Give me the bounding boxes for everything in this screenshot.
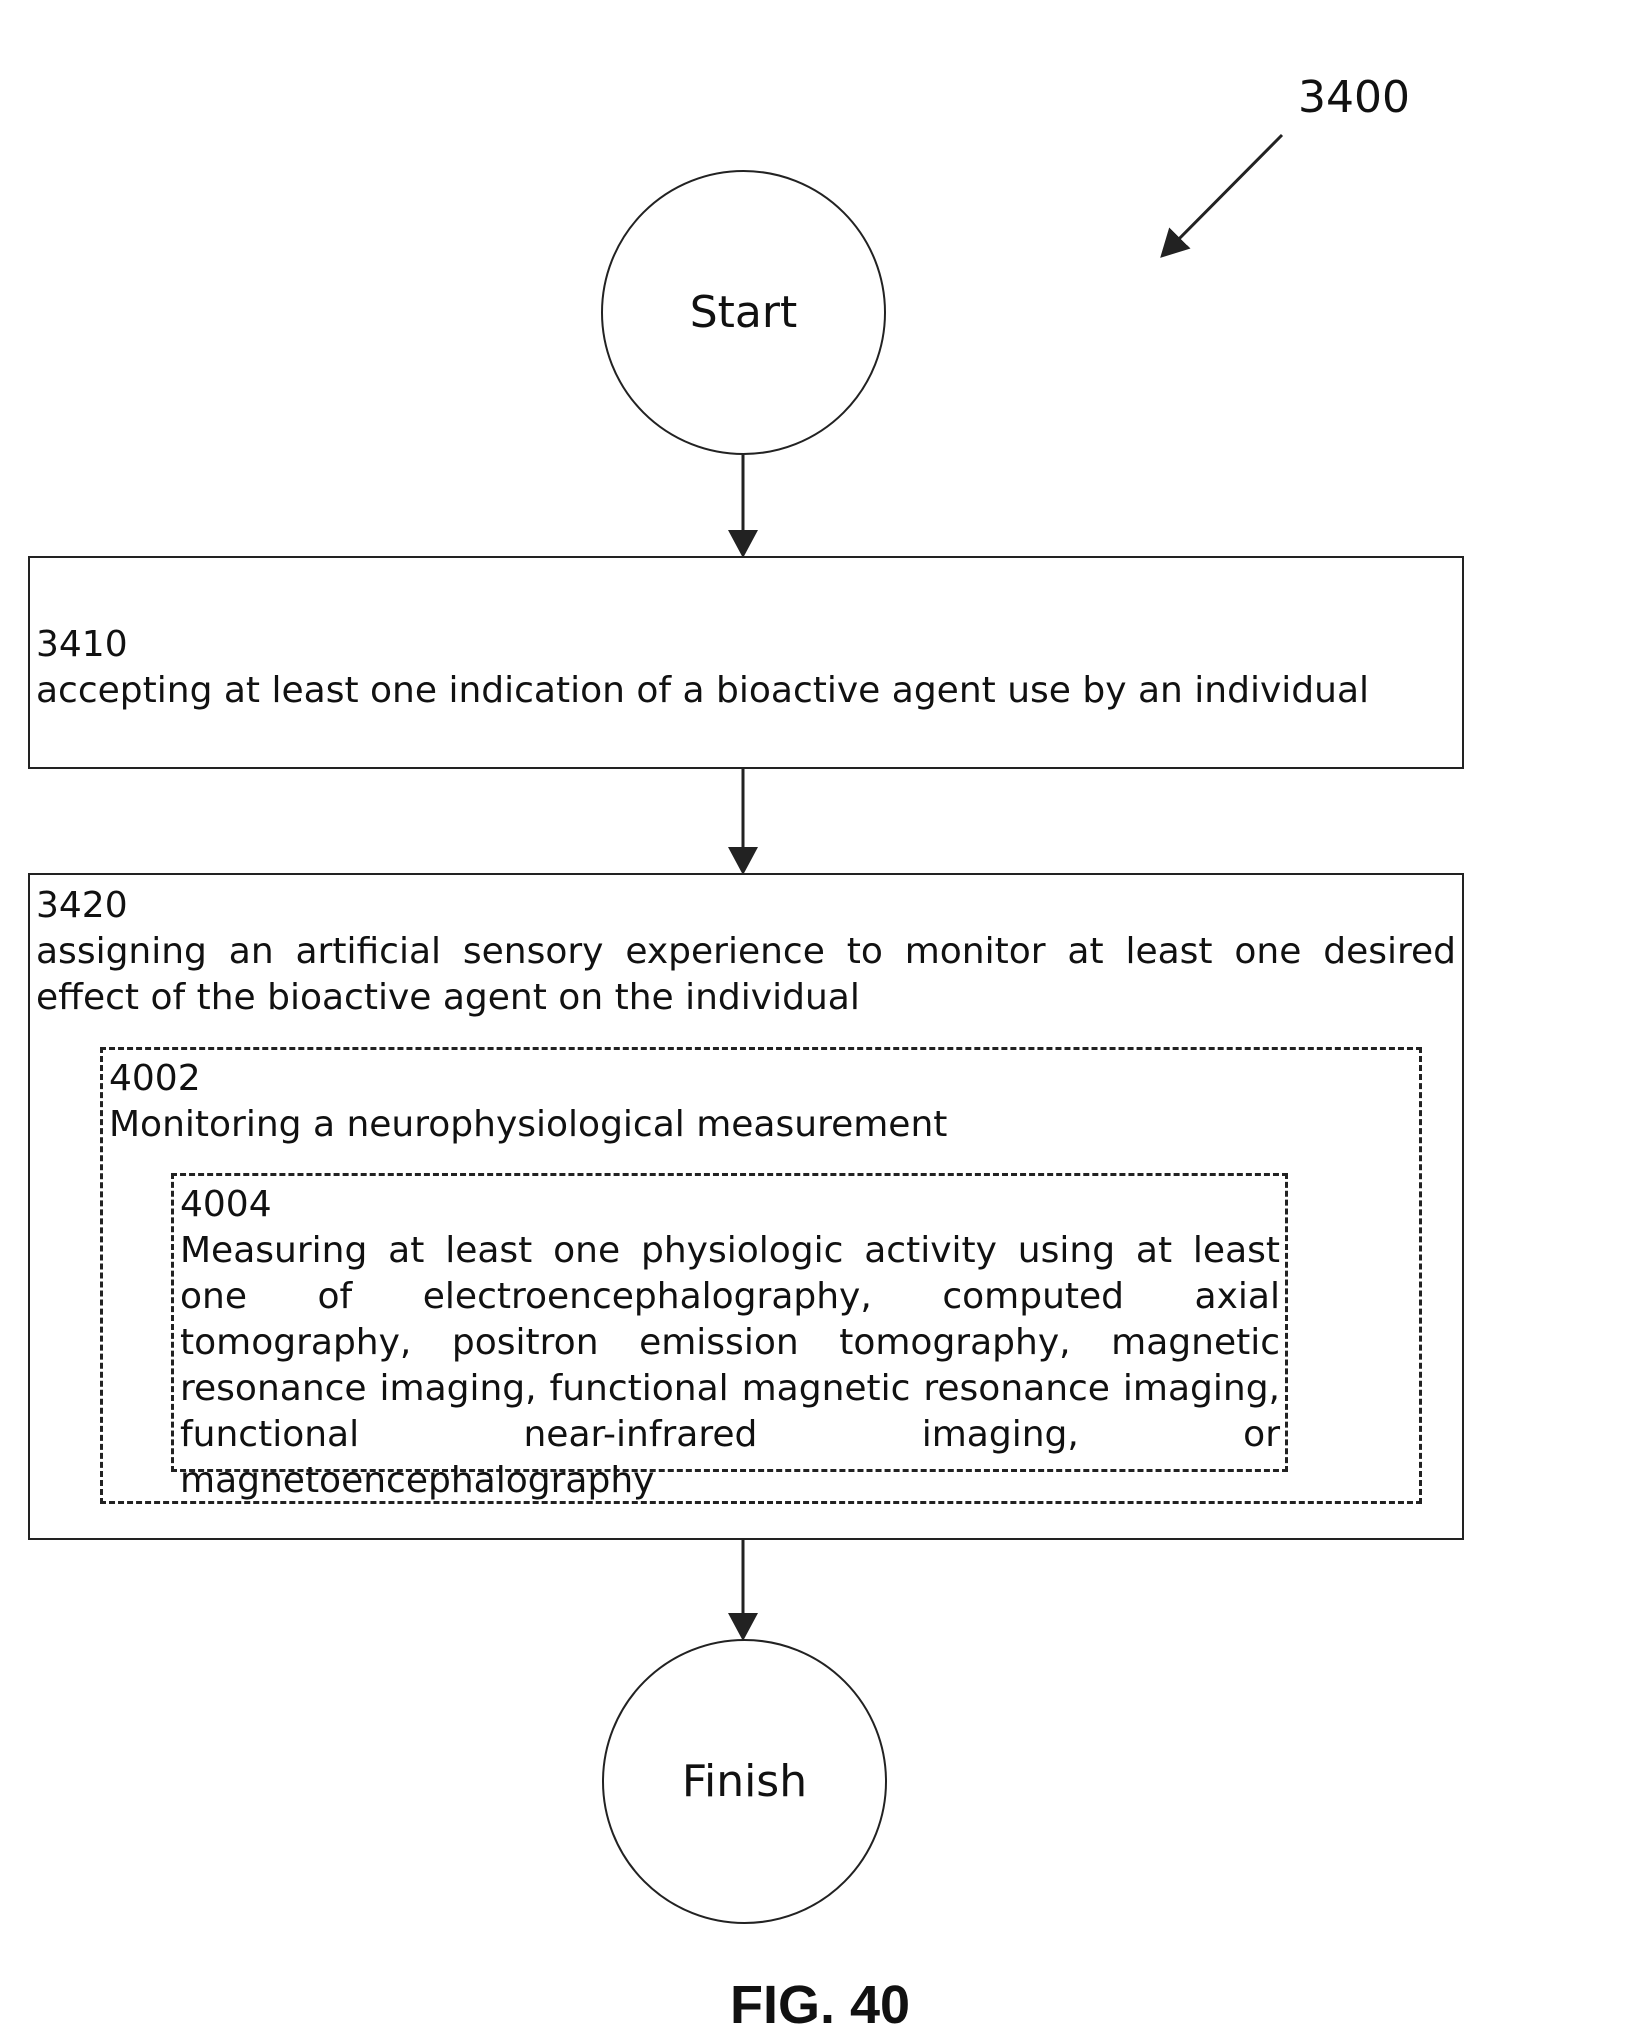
finish-terminal: Finish (602, 1639, 887, 1924)
step-3420-id: 3420 (36, 883, 128, 929)
step-3410-box: 3410 accepting at least one indication o… (28, 556, 1464, 769)
start-terminal: Start (601, 170, 886, 455)
reference-pointer-arrow (1163, 135, 1282, 255)
step-4002-text: Monitoring a neurophysiological measurem… (109, 1102, 1529, 1148)
step-3420-text: assigning an artificial sensory experien… (36, 929, 1456, 1021)
optional-step-4004-box: 4004 Measuring at least one physiologic … (171, 1173, 1288, 1472)
figure-caption: FIG. 40 (0, 1975, 1640, 2035)
step-3410-id: 3410 (36, 622, 128, 668)
finish-label: Finish (682, 1756, 807, 1807)
step-3420-box: 3420 assigning an artificial sensory exp… (28, 873, 1464, 1540)
step-4004-text: Measuring at least one physiologic activ… (180, 1228, 1280, 1504)
start-label: Start (690, 287, 798, 338)
optional-step-4002-box: 4002 Monitoring a neurophysiological mea… (100, 1047, 1422, 1504)
step-4002-id: 4002 (109, 1056, 201, 1102)
step-4004-id: 4004 (180, 1182, 272, 1228)
figure-reference-number: 3400 (1298, 70, 1410, 126)
step-3410-text: accepting at least one indication of a b… (36, 668, 1369, 714)
